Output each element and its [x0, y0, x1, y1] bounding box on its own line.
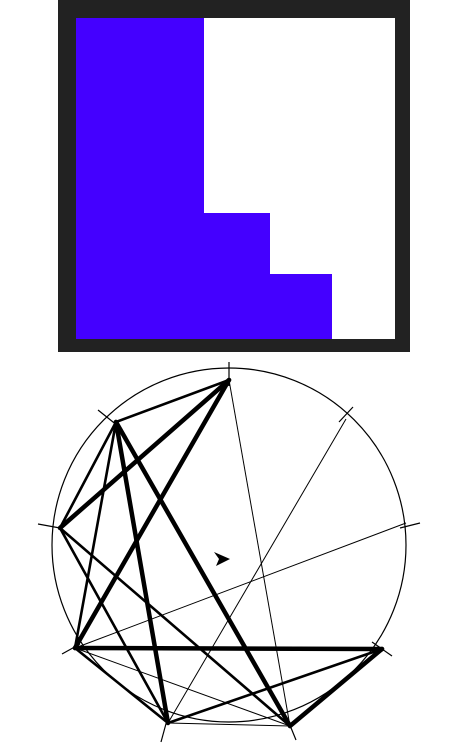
- chord: [167, 722, 291, 727]
- chord: [114, 378, 231, 424]
- chord: [74, 647, 291, 727]
- chord: [58, 526, 292, 728]
- chord: [228, 379, 291, 727]
- chord: [287, 646, 385, 729]
- stair-column-2: [204, 213, 270, 339]
- chord: [73, 646, 170, 725]
- stair-column-1: [76, 18, 204, 339]
- chord: [58, 420, 118, 530]
- chord: [72, 645, 385, 652]
- staircase-frame: [58, 0, 410, 352]
- tick-mark: [399, 522, 421, 529]
- chord: [167, 418, 347, 724]
- tick-mark: [37, 523, 61, 529]
- chord: [73, 420, 118, 650]
- chord: [72, 377, 232, 651]
- chord: [166, 647, 384, 725]
- chord: [74, 522, 407, 649]
- tick-mark: [338, 406, 354, 423]
- medium-chords: [58, 378, 384, 728]
- outer-circle: [51, 367, 407, 723]
- arrowhead-icon: [214, 552, 230, 566]
- tick-marks: [37, 362, 421, 743]
- stair-column-3: [270, 274, 332, 339]
- chord: [57, 377, 232, 531]
- staircase-canvas: [76, 18, 395, 339]
- chord-diagram: [37, 362, 421, 743]
- thick-chords: [57, 377, 385, 729]
- chord: [113, 419, 293, 729]
- chord: [58, 526, 170, 725]
